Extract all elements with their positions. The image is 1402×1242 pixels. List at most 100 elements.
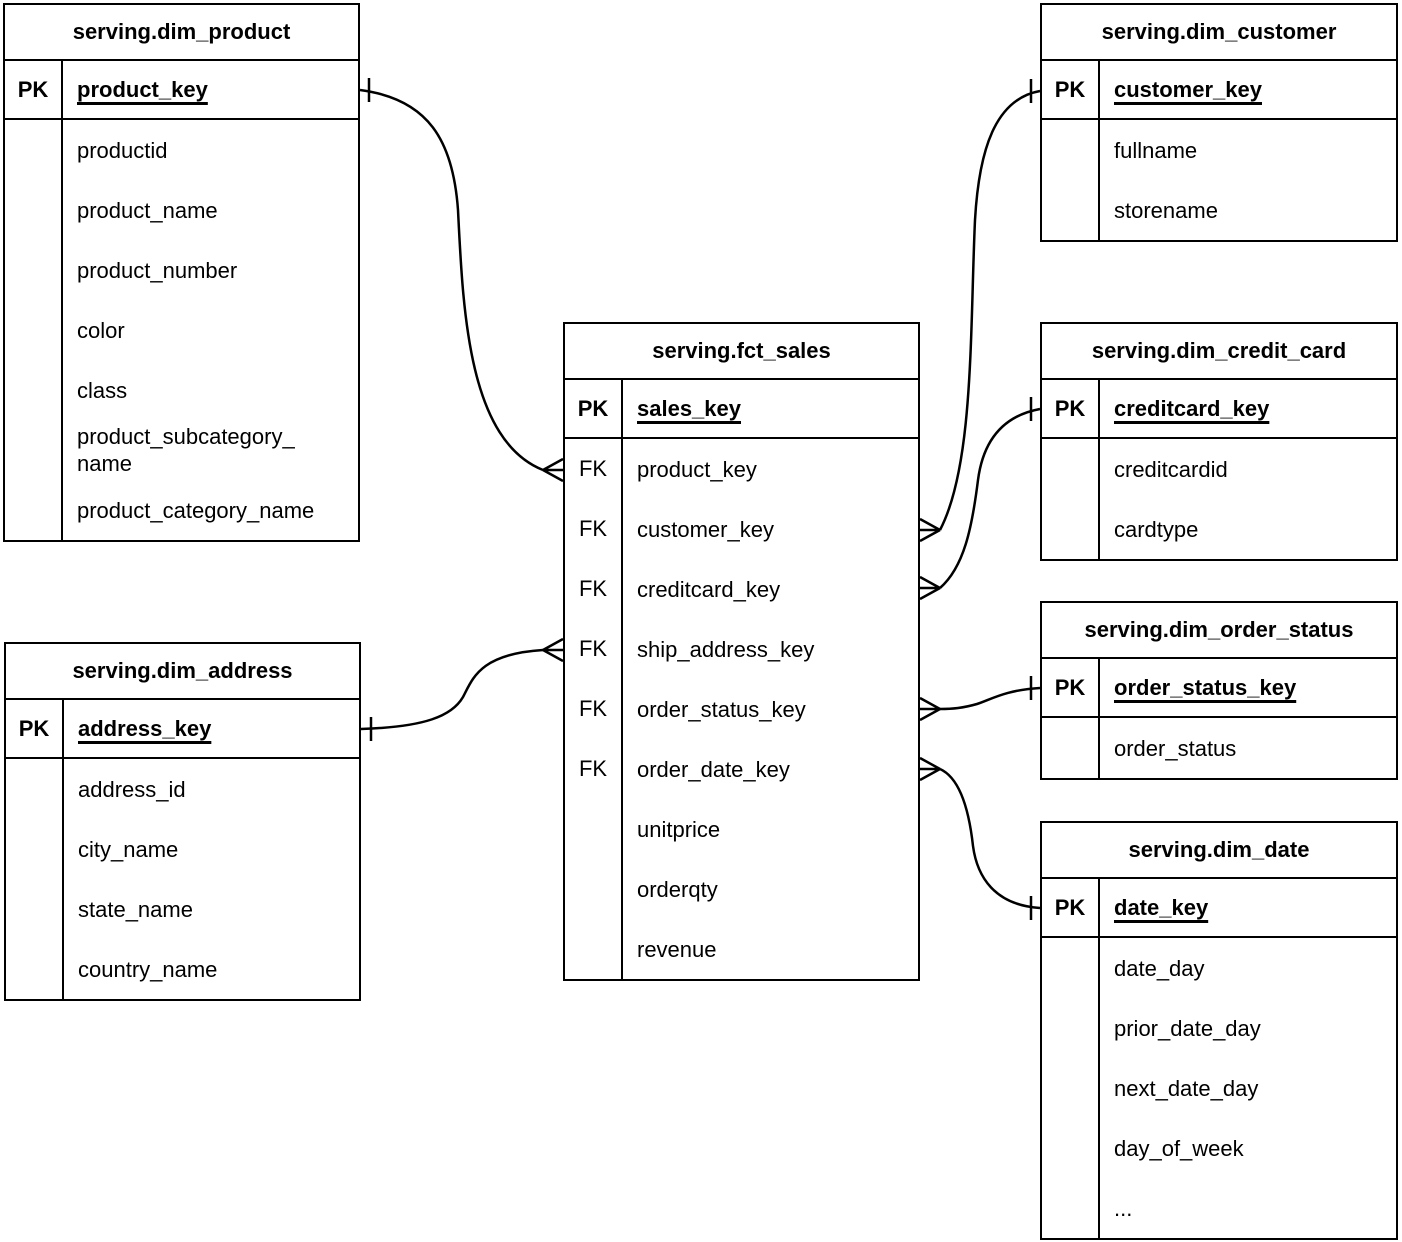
relationship-order-status	[919, 676, 1041, 722]
field-name: storename	[1114, 197, 1218, 223]
table-dim-date: serving.dim_​date PK date_​key date_​day…	[1040, 821, 1398, 1240]
field-name: order_​status_​key	[637, 696, 806, 722]
field-name: creditcard_​key	[637, 576, 781, 602]
field-key-label: FK	[565, 559, 623, 619]
field-key-label	[6, 819, 64, 879]
field-name: day_​of_​week	[1114, 1135, 1244, 1161]
field-key-label	[5, 300, 63, 360]
table-title: serving.dim_​customer	[1042, 5, 1396, 61]
field-name: fullname	[1114, 137, 1198, 163]
field-key-label	[1042, 439, 1100, 499]
field-row: next_​date_​day	[1042, 1058, 1396, 1118]
field-key-label: FK	[565, 499, 623, 559]
field-key-label	[5, 420, 63, 480]
pk-label: PK	[1042, 380, 1100, 437]
field-name: unitprice	[637, 816, 721, 842]
field-row: productid	[5, 120, 358, 180]
field-key-label	[5, 240, 63, 300]
pk-field-name: date_​key	[1114, 895, 1209, 920]
field-name: ...	[1114, 1195, 1133, 1221]
table-dim-address: serving.dim_​address PK address_​key add…	[4, 642, 361, 1001]
field-row: city_​name	[6, 819, 359, 879]
field-name: product_​number	[77, 257, 238, 283]
field-row: product_​subcategory_​name	[5, 420, 358, 480]
field-name: date_​day	[1114, 955, 1205, 981]
field-row: product_​category_​name	[5, 480, 358, 540]
field-row: orderqty	[565, 859, 918, 919]
field-name: product_​name	[77, 197, 218, 223]
many-marker	[919, 517, 941, 543]
many-marker	[542, 637, 564, 663]
field-name: country_​name	[78, 956, 218, 982]
relationship-line	[939, 767, 1041, 910]
field-row: fullname	[1042, 120, 1396, 180]
field-row: creditcardid	[1042, 439, 1396, 499]
table-title: serving.dim_​order_​status	[1042, 603, 1396, 659]
field-key-label	[5, 480, 63, 540]
field-key-label	[6, 759, 64, 819]
field-key-label	[5, 360, 63, 420]
many-marker	[919, 575, 941, 601]
pk-row: PK order_​status_​key	[1042, 659, 1396, 718]
pk-label: PK	[1042, 879, 1100, 936]
pk-field-name: sales_​key	[637, 396, 741, 421]
field-name: class	[77, 377, 128, 403]
field-key-label	[565, 919, 623, 979]
field-row: ...	[1042, 1178, 1396, 1238]
relationship-line	[359, 88, 544, 472]
table-title: serving.dim_​product	[5, 5, 358, 61]
table-title: serving.fct_​sales	[565, 324, 918, 380]
relationship-product	[359, 78, 564, 483]
pk-row: PK date_​key	[1042, 879, 1396, 938]
relationship-line	[939, 686, 1041, 711]
field-key-label	[1042, 998, 1100, 1058]
table-dim-product: serving.dim_​product PK product_​key pro…	[3, 3, 360, 542]
field-name: productid	[77, 137, 168, 163]
pk-row: PK sales_​key	[565, 380, 918, 439]
pk-label: PK	[565, 380, 623, 437]
field-row: revenue	[565, 919, 918, 979]
field-row: color	[5, 300, 358, 360]
field-key-label: FK	[565, 679, 623, 739]
table-body: date_​day prior_​date_​day next_​date_​day…	[1042, 938, 1396, 1238]
pk-label: PK	[6, 700, 64, 757]
field-name: next_​date_​day	[1114, 1075, 1259, 1101]
field-key-label: FK	[565, 619, 623, 679]
field-key-label	[6, 939, 64, 999]
field-row: class	[5, 360, 358, 420]
field-name: prior_​date_​day	[1114, 1015, 1261, 1041]
table-body: fullname storename	[1042, 120, 1396, 240]
pk-row: PK customer_​key	[1042, 61, 1396, 120]
field-row: FK creditcard_​key	[565, 559, 918, 619]
field-name: product_​subcategory_​name	[77, 424, 295, 476]
pk-field-name: order_​status_​key	[1114, 675, 1297, 700]
pk-row: PK creditcard_​key	[1042, 380, 1396, 439]
field-key-label	[5, 180, 63, 240]
field-key-label	[5, 120, 63, 180]
field-row: product_​number	[5, 240, 358, 300]
pk-label: PK	[5, 61, 63, 118]
pk-field-name: address_​key	[78, 716, 212, 741]
field-name: creditcardid	[1114, 456, 1228, 482]
field-row: date_​day	[1042, 938, 1396, 998]
field-name: product_​category_​name	[77, 497, 315, 523]
field-name: cardtype	[1114, 516, 1199, 542]
relationship-customer	[919, 79, 1041, 543]
field-name: state_​name	[78, 896, 193, 922]
field-key-label	[1042, 938, 1100, 998]
field-key-label	[1042, 1058, 1100, 1118]
pk-field-name: product_​key	[77, 77, 208, 102]
field-row: day_​of_​week	[1042, 1118, 1396, 1178]
field-name: revenue	[637, 936, 717, 962]
table-body: order_​status	[1042, 718, 1396, 778]
field-key-label: FK	[565, 739, 623, 799]
field-key-label: FK	[565, 439, 623, 499]
field-key-label	[565, 799, 623, 859]
relationship-line	[939, 407, 1041, 589]
